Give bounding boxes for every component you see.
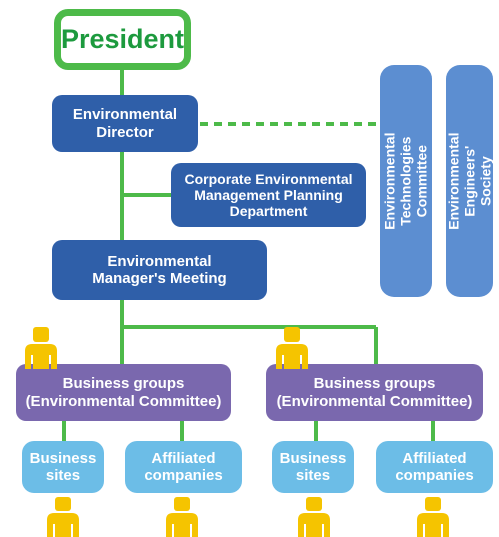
society-label: Environmental Engineers' Society (445, 132, 494, 230)
corporate-environmental-department-box: Corporate Environmental Management Plann… (171, 163, 366, 227)
environmental-technologies-committee-box: Environmental Technologies Committee (380, 65, 432, 297)
business-sites-box-right: Business sites (272, 441, 354, 493)
business-groups-box-right: Business groups (Environmental Committee… (266, 364, 483, 421)
president-box: President (54, 9, 191, 70)
person-icon (276, 327, 308, 369)
person-icon (166, 497, 198, 537)
committee-label: Environmental Technologies Committee (381, 132, 431, 230)
business-groups-box-left: Business groups (Environmental Committee… (16, 364, 231, 421)
person-icon (417, 497, 449, 537)
person-icon (298, 497, 330, 537)
environmental-engineers-society-box: Environmental Engineers' Society (445, 65, 494, 297)
environmental-director-box: Environmental Director (52, 95, 198, 152)
person-icon (47, 497, 79, 537)
business-sites-box-left: Business sites (22, 441, 104, 493)
person-icon (25, 327, 57, 369)
affiliated-companies-box-right: Affiliated companies (376, 441, 493, 493)
environmental-managers-meeting-box: Environmental Manager's Meeting (52, 240, 267, 300)
affiliated-companies-box-left: Affiliated companies (125, 441, 242, 493)
